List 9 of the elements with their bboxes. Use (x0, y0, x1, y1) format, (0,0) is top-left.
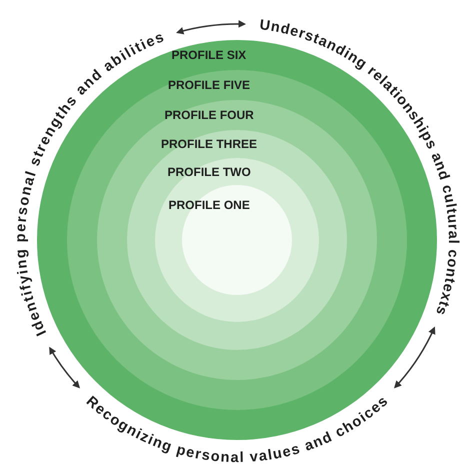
ring-label: PROFILE FIVE (168, 78, 250, 92)
double-arrow (176, 20, 246, 35)
ring-label: PROFILE TWO (168, 164, 251, 178)
ring-label: PROFILE THREE (161, 137, 258, 151)
ring-label: PROFILE SIX (172, 48, 246, 62)
double-arrow (394, 326, 435, 388)
ring-label: PROFILE FOUR (164, 108, 254, 122)
ring-label: PROFILE ONE (168, 198, 250, 212)
double-arrow (49, 346, 80, 388)
